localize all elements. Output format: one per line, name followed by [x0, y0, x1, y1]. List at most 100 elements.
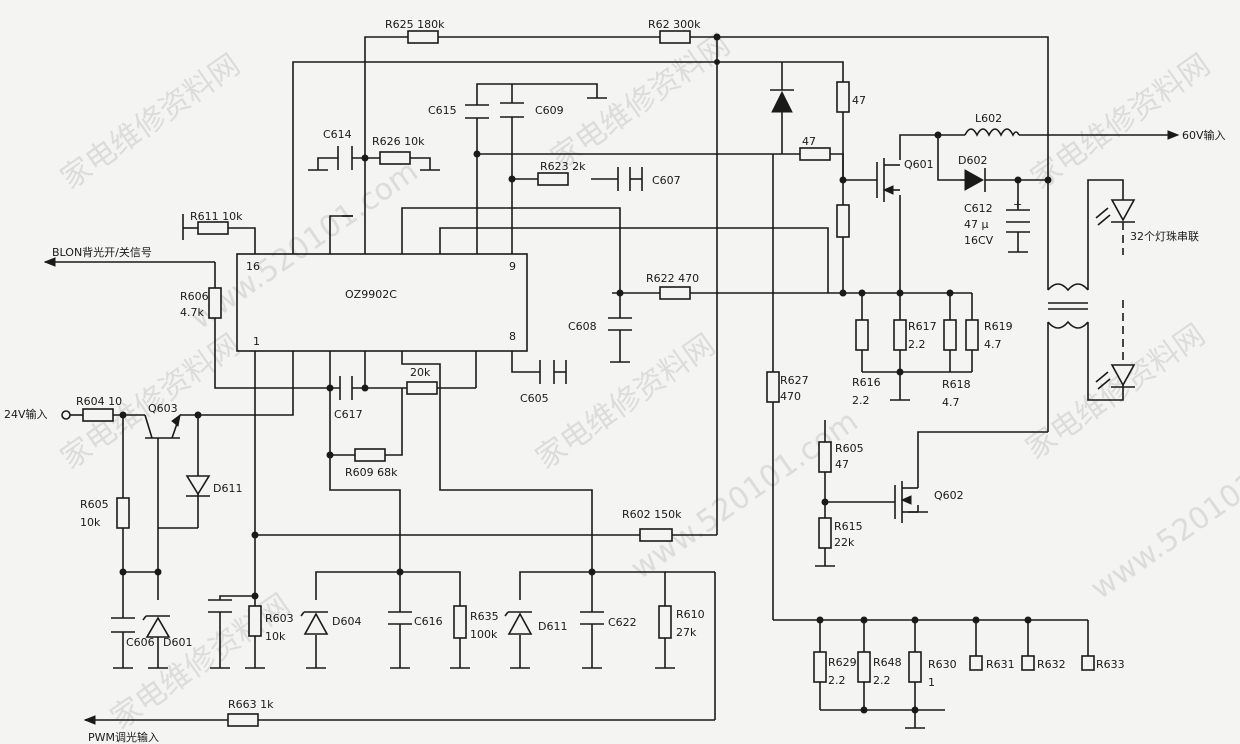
capacitor-c616 [388, 611, 412, 625]
diode-d611-right [504, 611, 533, 635]
label-r62: R62 300k [648, 18, 701, 31]
diode-d611-left [185, 475, 211, 497]
resistor-r619 [965, 319, 979, 351]
label-q603: Q603 [148, 402, 178, 415]
resistor-r606 [208, 287, 222, 319]
resistor-r615 [818, 517, 832, 549]
resistor-r605-left [116, 497, 130, 529]
label-c612-cap: 47 μ [964, 218, 989, 231]
capacitor-c608 [608, 317, 632, 331]
label-r610-val: 27k [676, 626, 697, 639]
label-c609: C609 [535, 104, 564, 117]
resistor-20k [406, 381, 438, 395]
label-r605-left-val: 10k [80, 516, 101, 529]
label-d604: D604 [332, 615, 361, 628]
diode-d602 [960, 168, 986, 192]
capacitor-c612: + [1006, 198, 1030, 233]
label-r633: R633 [1096, 658, 1125, 671]
label-r648: R648 [873, 656, 902, 669]
resistor-r611 [197, 221, 229, 235]
label-r627-val: 470 [780, 390, 801, 403]
watermark-7: 家电维修资料网 [105, 587, 297, 736]
ic-pin1: 1 [253, 335, 260, 348]
resistor-r623 [537, 172, 569, 186]
label-r629: R629 [828, 656, 857, 669]
capacitors: + [111, 102, 1030, 636]
label-r635-val: 100k [470, 628, 498, 641]
ic-label: OZ9902C [345, 288, 397, 301]
watermarks: 家电维修资料网 家电维修资料网 家电维修资料网 家电维修资料网 家电维修资料网 … [55, 27, 1240, 736]
label-d601: D601 [163, 636, 192, 649]
input-24v-terminal [61, 410, 71, 420]
resistor-r617 [893, 319, 907, 351]
label-60v: 60V输入 [1182, 128, 1226, 142]
watermark-5: 家电维修资料网 [530, 327, 722, 476]
resistor-47-top [836, 81, 850, 113]
diodes [142, 89, 1136, 638]
capacitor-c609 [500, 102, 524, 118]
pwm-arrow-icon [83, 715, 96, 725]
diode-d604 [300, 611, 329, 635]
label-r616: R616 [852, 376, 881, 389]
label-20k: 20k [410, 366, 431, 379]
resistor-r602 [639, 528, 673, 542]
label-d611-right: D611 [538, 620, 567, 633]
resistor-r635 [453, 605, 467, 639]
label-r632: R632 [1037, 658, 1066, 671]
label-r605-right-val: 47 [835, 458, 849, 471]
label-c622: C622 [608, 616, 637, 629]
label-r615: R615 [834, 520, 863, 533]
label-r663: R663 1k [228, 698, 274, 711]
watermark-10: www.520101.com [1085, 424, 1240, 607]
label-c612: C612 [964, 202, 993, 215]
label-c608: C608 [568, 320, 597, 333]
label-r618-val: 4.7 [942, 396, 960, 409]
label-c615: C615 [428, 104, 457, 117]
capacitor-c617 [339, 376, 353, 400]
labels: R625 180k R62 300k C615 C609 C614 R626 1… [4, 18, 1226, 744]
label-c606: C606 [126, 636, 155, 649]
label-c612-volt: 16CV [964, 234, 994, 247]
label-r629-val: 2.2 [828, 674, 846, 687]
ic-oz9902c: OZ9902C 16 9 8 1 [236, 253, 528, 352]
blon-arrow-icon [43, 257, 56, 267]
resistor-r632 [1021, 655, 1035, 671]
capacitor-c607 [617, 167, 643, 191]
resistor-r630 [908, 651, 922, 683]
label-r635: R635 [470, 610, 499, 623]
capacitor-c622 [580, 611, 604, 625]
label-r617-val: 2.2 [908, 338, 926, 351]
capacitor-c605 [539, 360, 567, 384]
transistor-q602 [894, 480, 919, 523]
resistor-r633 [1081, 655, 1095, 671]
transistor-q601 [876, 158, 900, 202]
label-r619: R619 [984, 320, 1013, 333]
label-r622: R622 470 [646, 272, 699, 285]
label-blon: BLON背光开/关信号 [52, 245, 152, 259]
label-47-top: 47 [852, 94, 866, 107]
c612-polarity: + [1013, 198, 1022, 211]
label-r606: R606 [180, 290, 209, 303]
label-q601: Q601 [904, 158, 934, 171]
junctions [119, 33, 1052, 714]
resistor-r626 [379, 151, 411, 165]
resistors [82, 30, 1095, 727]
label-r626: R626 10k [372, 135, 425, 148]
label-r617: R617 [908, 320, 937, 333]
resistor-r618 [943, 319, 957, 351]
label-r605-left: R605 [80, 498, 109, 511]
label-r631: R631 [986, 658, 1015, 671]
label-r618: R618 [942, 378, 971, 391]
resistor-r603 [248, 605, 262, 637]
diode-d601 [142, 615, 171, 638]
resistor-r631 [969, 655, 983, 671]
label-led-string: 32个灯珠串联 [1130, 229, 1199, 243]
label-r627: R627 [780, 374, 809, 387]
label-c616: C616 [414, 615, 443, 628]
label-r603-val: 10k [265, 630, 286, 643]
label-pwm: PWM调光输入 [88, 730, 159, 744]
led-bottom [1095, 364, 1136, 390]
label-c617: C617 [334, 408, 363, 421]
output-arrow-icon [1167, 130, 1180, 140]
label-r610: R610 [676, 608, 705, 621]
